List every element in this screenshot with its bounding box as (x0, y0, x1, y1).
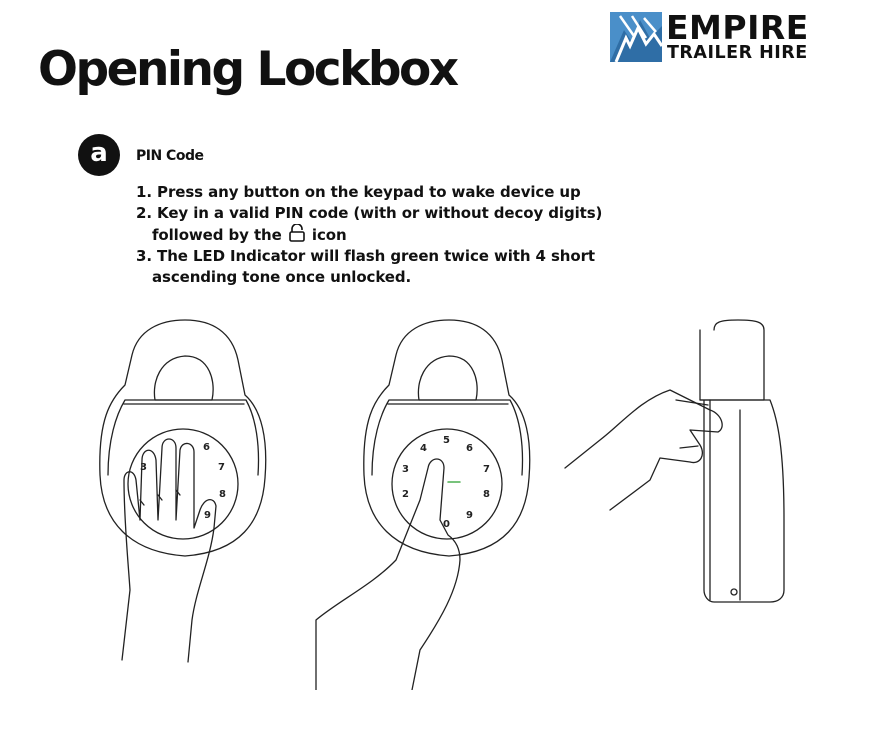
lockbox-hand-press-illustration (99, 319, 267, 663)
illustration-panel: 3 6 7 8 9 4 5 6 3 7 2 8 9 0 (99, 319, 785, 690)
keypad-digit: 6 (466, 443, 473, 454)
keypad-digit: 4 (420, 443, 427, 454)
lockbox-side-open-illustration (564, 319, 785, 603)
keypad-digit: 7 (483, 464, 490, 475)
unlock-icon (288, 224, 305, 242)
page-title: Opening Lockbox (38, 42, 459, 97)
instruction-step-3-continued: ascending tone once unlocked. (152, 268, 412, 286)
instruction-step-1: 1. Press any button on the keypad to wak… (136, 183, 581, 201)
keypad-digit: 6 (203, 442, 210, 453)
keypad-digit: 7 (218, 462, 225, 473)
step-2-icon-word: icon (311, 226, 347, 244)
section-heading: PIN Code (136, 148, 204, 164)
step-2-text: followed by the (152, 226, 282, 244)
keypad-digit: 8 (483, 489, 490, 500)
logo-tagline: TRAILER HIRE (667, 43, 808, 63)
keypad-digit: 2 (402, 489, 409, 500)
keypad-digit: 5 (443, 435, 450, 446)
keypad-digit: 3 (140, 462, 147, 473)
instruction-step-3: 3. The LED Indicator will flash green tw… (136, 247, 595, 265)
mountain-logo-icon (610, 12, 662, 62)
instruction-step-2-continued: followed by the icon (136, 224, 636, 246)
lockbox-finger-press-illustration (315, 319, 531, 690)
company-logo: EMPIRE TRAILER HIRE (610, 8, 860, 64)
instruction-step-2: 2. Key in a valid PIN code (with or with… (136, 204, 603, 222)
step-badge: a (78, 134, 120, 176)
keypad-digit: 9 (204, 510, 211, 521)
logo-wordmark: EMPIRE (666, 8, 809, 47)
keypad-digit: 0 (443, 519, 450, 530)
keypad-digit: 9 (466, 510, 473, 521)
keypad-digit: 8 (219, 489, 226, 500)
instruction-list: 1. Press any button on the keypad to wak… (136, 182, 636, 288)
keypad-digit: 3 (402, 464, 409, 475)
